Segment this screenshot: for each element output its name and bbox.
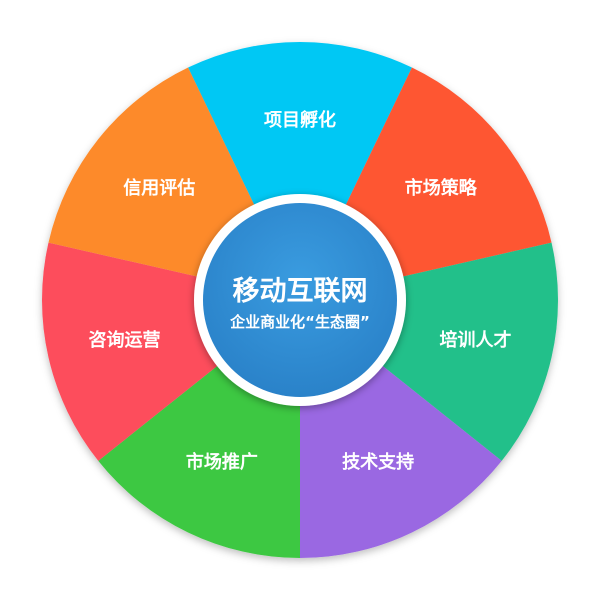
segment-label-0: 项目孵化 (264, 109, 336, 131)
segment-label-4: 市场推广 (186, 451, 258, 473)
segment-0 (188, 42, 412, 300)
segment-label-2: 培训人才 (439, 329, 511, 351)
segment-label-6: 信用评估 (123, 177, 195, 199)
segment-label-1: 市场策略 (405, 177, 478, 199)
center-subtitle: 企业商业化“生态圈” (229, 313, 370, 331)
center-hub: 移动互联网 企业商业化“生态圈” (194, 194, 406, 406)
center-hub-fill (203, 203, 397, 397)
segment-label-5: 咨询运营 (89, 329, 161, 351)
center-title: 移动互联网 (233, 276, 368, 307)
segment-label-3: 技术支持 (342, 451, 414, 473)
